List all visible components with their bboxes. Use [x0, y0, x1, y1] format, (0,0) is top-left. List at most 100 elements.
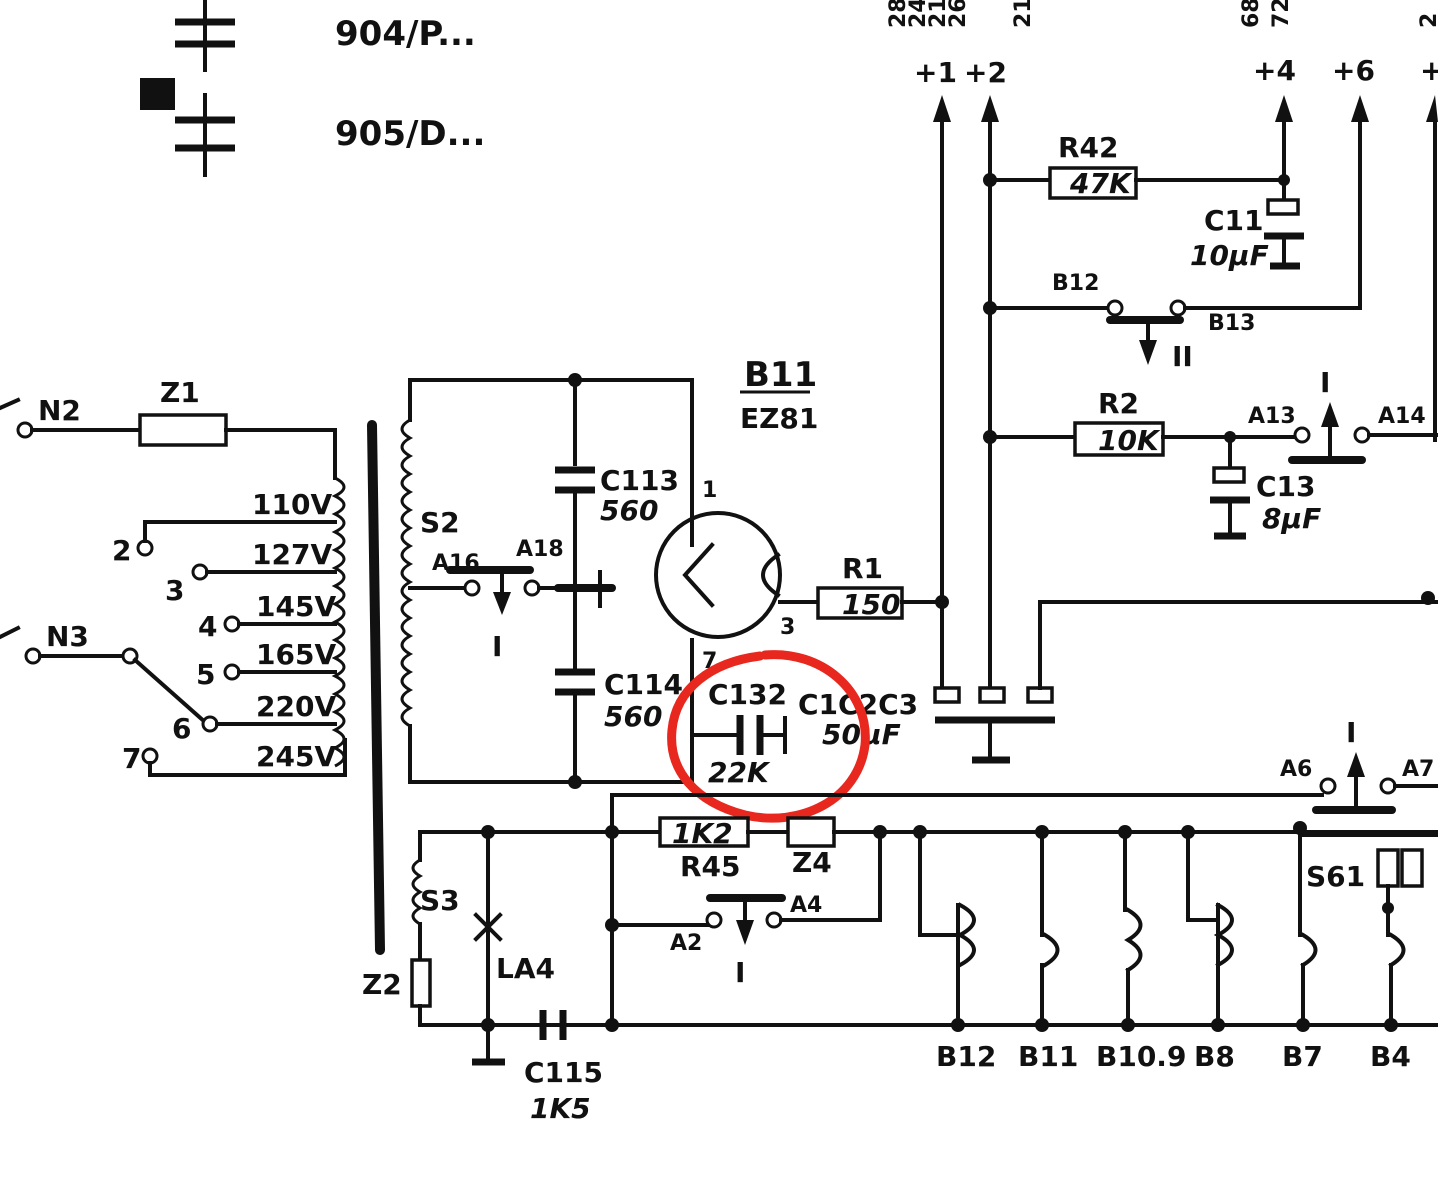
svg-text:21: 21 [1011, 0, 1036, 28]
tap-voltage-127: 127V [252, 538, 332, 571]
tube-name: B11 [744, 355, 817, 395]
top-cut-numbers: 28 24 21 26 21 68 72 2 [886, 0, 1438, 28]
z1-label: Z1 [160, 376, 200, 409]
rectifier-tube-b11 [654, 511, 949, 639]
tap-voltage-245: 245V [256, 740, 336, 773]
z2-label: Z2 [362, 968, 402, 1001]
capacitor-c132 [690, 715, 787, 755]
tap-voltage-165: 165V [256, 638, 336, 671]
capacitor-c11 [1264, 178, 1304, 270]
b13-contact-label: B13 [1208, 311, 1255, 336]
switch-a6-a7 [610, 752, 1438, 814]
c11-value: 10μF [1190, 239, 1269, 272]
c132-value: 22K [708, 756, 771, 789]
a14-label: A14 [1378, 404, 1426, 429]
c11-label: C11 [1204, 204, 1264, 237]
svg-text:24: 24 [906, 0, 931, 28]
switch-mark-i-a2: I [735, 956, 745, 989]
c132-label: C132 [708, 678, 787, 711]
tap-num-6: 6 [172, 712, 191, 745]
lamp-b8-label: B8 [1194, 1040, 1235, 1073]
terminal-plus2: +2 [964, 56, 1007, 89]
b12-contact-label: B12 [1052, 271, 1099, 296]
terminal-plus4: +4 [1253, 54, 1296, 87]
note-905: 905/D... [335, 114, 485, 154]
c13-label: C13 [1256, 470, 1316, 503]
switch-mark-i-a13: I [1320, 366, 1330, 399]
z4-label: Z4 [792, 846, 832, 879]
s2-label: S2 [420, 506, 460, 539]
transformer-core [367, 420, 385, 955]
a13-label: A13 [1248, 404, 1296, 429]
tube-pin-3: 3 [780, 615, 795, 640]
tap-num-7: 7 [122, 742, 141, 775]
tap-num-3: 3 [165, 574, 184, 607]
tap-voltage-145: 145V [256, 590, 336, 623]
mains-input [0, 397, 337, 725]
lamp-b11-label: B11 [1018, 1040, 1078, 1073]
red-annotation-circle [667, 650, 870, 823]
supply-arrows [933, 95, 1438, 690]
tube-pin-1: 1 [702, 478, 717, 503]
r42-value: 47K [1069, 167, 1133, 200]
r2-value: 10K [1098, 424, 1161, 457]
a4-label: A4 [790, 893, 822, 918]
note-904: 904/P... [335, 14, 476, 54]
a16-label: A16 [432, 551, 480, 576]
svg-text:2: 2 [1417, 13, 1438, 28]
lamp-b7-label: B7 [1282, 1040, 1323, 1073]
transformer-taps [136, 476, 347, 777]
a6-label: A6 [1280, 757, 1312, 782]
a18-label: A18 [516, 537, 564, 562]
switch-mark-i-s2: I [492, 630, 502, 663]
heater-circuit [410, 793, 1438, 1066]
lamp-b4-label: B4 [1370, 1040, 1411, 1073]
svg-text:21: 21 [926, 0, 951, 28]
r42-label: R42 [1058, 131, 1119, 164]
c115-value: 1K5 [530, 1092, 591, 1125]
c113-value: 560 [600, 494, 658, 527]
n2-label: N2 [38, 394, 81, 427]
c13-value: 8μF [1262, 502, 1321, 535]
tap-num-5: 5 [196, 658, 215, 691]
r1-label: R1 [842, 552, 883, 585]
r2-label: R2 [1098, 387, 1139, 420]
c115-label: C115 [524, 1056, 603, 1089]
s61-label: S61 [1306, 860, 1365, 893]
svg-text:68: 68 [1239, 0, 1264, 28]
resistor-r42 [983, 166, 1290, 200]
r1-value: 150 [842, 588, 900, 621]
r45-value: 1K2 [672, 817, 733, 850]
dial-lamps [913, 821, 1438, 1032]
n3-label: N3 [46, 620, 89, 653]
c114-label: C114 [604, 668, 683, 701]
svg-text:72: 72 [1269, 0, 1294, 28]
s3-label: S3 [420, 884, 460, 917]
switch-mark-ii: II [1172, 340, 1193, 373]
la4-label: LA4 [496, 952, 555, 985]
switch-mark-i-a6: I [1346, 716, 1356, 749]
tap-num-2: 2 [112, 534, 131, 567]
legend-capacitor-symbols [140, 0, 235, 177]
tap-voltage-110: 110V [252, 488, 332, 521]
tube-type: EZ81 [740, 402, 818, 435]
svg-text:26: 26 [946, 0, 971, 28]
capacitor-c13 [1210, 435, 1250, 540]
c113-label: C113 [600, 464, 679, 497]
lamp-b12-label: B12 [936, 1040, 996, 1073]
secondary-s2 [400, 373, 694, 789]
tap-num-4: 4 [198, 610, 217, 643]
capacitor-c1c2c3 [933, 591, 1438, 764]
c114-value: 560 [604, 700, 662, 733]
terminal-plus6: +6 [1332, 54, 1375, 87]
lamp-b10-9-label: B10.9 [1096, 1040, 1186, 1073]
switch-b12-b13 [983, 299, 1362, 365]
terminal-plus1: +1 [914, 56, 957, 89]
svg-text:28: 28 [886, 0, 911, 28]
a7-label: A7 [1402, 757, 1434, 782]
resistor-r2 [983, 402, 1438, 464]
a2-label: A2 [670, 931, 702, 956]
r45-label: R45 [680, 850, 741, 883]
terminal-plus7: + [1420, 54, 1438, 87]
